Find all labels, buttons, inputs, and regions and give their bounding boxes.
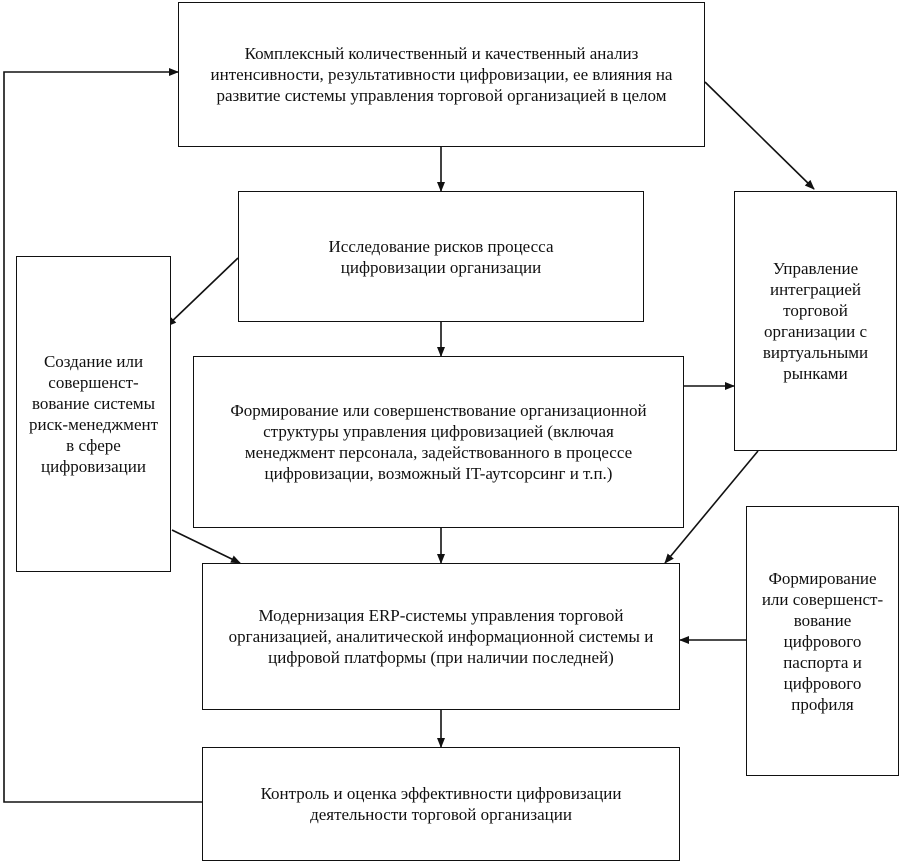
node-org-structure: Формирование или совершенствование орган…	[193, 356, 684, 528]
arrow-risk-management-to-erp	[171, 529, 241, 564]
node-control: Контроль и оценка эффективности цифровиз…	[202, 747, 680, 861]
node-virtual-markets-label: Управление интеграцией торговой организа…	[762, 259, 869, 383]
arrow-virtual-markets-to-erp	[664, 450, 759, 564]
arrow-control-to-analysis	[3, 68, 202, 803]
node-analysis-label: Комплексный количественный и качественны…	[210, 44, 673, 105]
node-analysis: Комплексный количественный и качественны…	[178, 2, 705, 147]
node-risk-management: Создание или совершенст-вование системы …	[16, 256, 171, 572]
node-digital-passport-label: Формирование или совершенст-вование цифр…	[761, 568, 884, 714]
node-virtual-markets: Управление интеграцией торговой организа…	[734, 191, 897, 451]
node-erp-label: Модернизация ERP-системы управления торг…	[228, 606, 654, 667]
node-control-label: Контроль и оценка эффективности цифровиз…	[260, 784, 622, 824]
node-erp: Модернизация ERP-системы управления торг…	[202, 563, 680, 710]
node-digital-passport: Формирование или совершенст-вование цифр…	[746, 506, 899, 776]
arrow-analysis-to-virtual-markets	[704, 81, 815, 190]
node-risk-research: Исследование рисков процесса цифровизаци…	[238, 191, 644, 322]
node-org-structure-label: Формирование или совершенствование орган…	[230, 401, 647, 483]
arrow-risk-research-to-risk-management	[166, 257, 239, 327]
node-risk-research-label: Исследование рисков процесса цифровизаци…	[328, 236, 554, 277]
node-risk-management-label: Создание или совершенст-вование системы …	[29, 352, 159, 476]
